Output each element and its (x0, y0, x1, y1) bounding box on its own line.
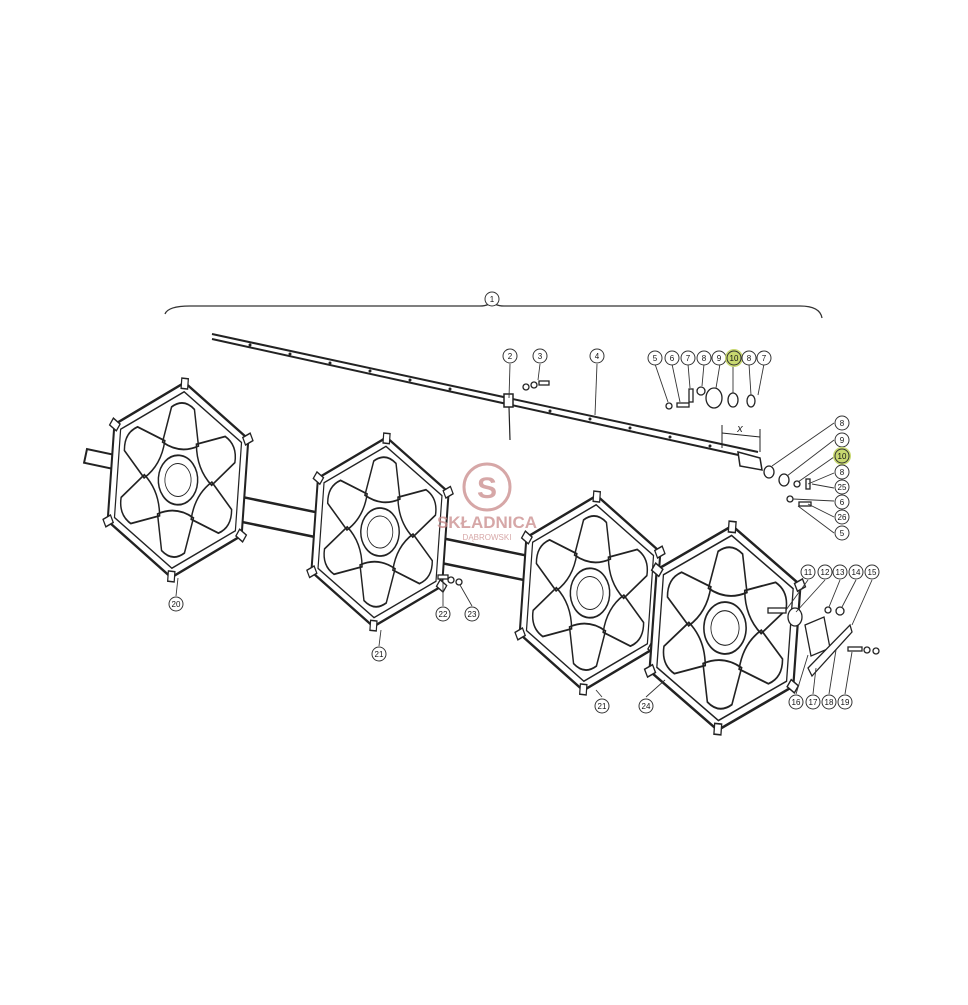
callout-8: 8 (834, 464, 850, 480)
hex-wheel-20 (97, 369, 259, 591)
callout-14: 14 (848, 564, 864, 580)
callout-18: 18 (821, 694, 837, 710)
svg-text:5: 5 (653, 354, 658, 363)
callout-5: 5 (647, 350, 663, 366)
callout-9: 9 (834, 432, 850, 448)
callout-23: 23 (464, 606, 480, 622)
svg-text:21: 21 (598, 702, 607, 711)
callout-8: 8 (696, 350, 712, 366)
svg-text:16: 16 (792, 698, 801, 707)
callout-7: 7 (756, 350, 772, 366)
svg-text:4: 4 (595, 352, 600, 361)
callout-4: 4 (589, 348, 605, 364)
svg-text:7: 7 (762, 354, 767, 363)
svg-text:19: 19 (841, 698, 850, 707)
svg-text:24: 24 (642, 702, 651, 711)
long-bar (211, 333, 763, 471)
svg-text:5: 5 (840, 529, 845, 538)
hardware-parts (437, 380, 880, 678)
watermark-brand: SKŁADNICA (437, 513, 537, 532)
svg-text:2: 2 (508, 352, 513, 361)
callout-10-highlighted: 10 (725, 349, 743, 367)
watermark-logo-icon (462, 462, 512, 512)
hex-wheel-24 (639, 511, 811, 745)
hex-wheel-21a (301, 424, 459, 640)
callout-1: 1 (484, 291, 500, 307)
callout-21: 21 (371, 646, 387, 662)
callout-2: 2 (502, 348, 518, 364)
svg-text:9: 9 (717, 354, 722, 363)
callout-22: 22 (435, 606, 451, 622)
svg-text:8: 8 (702, 354, 707, 363)
svg-text:9: 9 (840, 436, 845, 445)
callout-25: 25 (834, 479, 850, 495)
svg-text:3: 3 (538, 352, 543, 361)
watermark-sub: DĄBROWSKI (463, 533, 512, 542)
callout-19: 19 (837, 694, 853, 710)
svg-text:22: 22 (439, 610, 448, 619)
callout-10-highlighted: 10 (833, 447, 851, 465)
svg-text:21: 21 (375, 650, 384, 659)
callout-6: 6 (834, 494, 850, 510)
svg-text:10: 10 (730, 354, 739, 363)
svg-text:26: 26 (838, 513, 847, 522)
svg-text:S: S (477, 472, 497, 505)
svg-text:25: 25 (838, 483, 847, 492)
svg-text:14: 14 (852, 568, 861, 577)
callout-3: 3 (532, 348, 548, 364)
callout-7: 7 (680, 350, 696, 366)
svg-text:1: 1 (490, 295, 495, 304)
dimension-x-label: x (736, 423, 743, 435)
svg-text:11: 11 (804, 568, 813, 577)
svg-text:18: 18 (825, 698, 834, 707)
watermark: S SKŁADNICA DĄBROWSKI (437, 462, 537, 542)
callout-5: 5 (834, 525, 850, 541)
svg-text:8: 8 (840, 468, 845, 477)
callout-8: 8 (834, 415, 850, 431)
callout-21: 21 (594, 698, 610, 714)
callout-16: 16 (788, 694, 804, 710)
leader-lines (175, 363, 873, 698)
svg-text:20: 20 (172, 600, 181, 609)
svg-text:7: 7 (686, 354, 691, 363)
callout-20: 20 (168, 596, 184, 612)
callout-9: 9 (711, 350, 727, 366)
dimension-x: x (721, 423, 761, 452)
callout-12: 12 (817, 564, 833, 580)
svg-text:15: 15 (868, 568, 877, 577)
svg-text:6: 6 (670, 354, 675, 363)
svg-text:12: 12 (821, 568, 830, 577)
callout-8: 8 (741, 350, 757, 366)
callout-6: 6 (664, 350, 680, 366)
svg-text:10: 10 (838, 452, 847, 461)
callout-11: 11 (800, 564, 816, 580)
callout-13: 13 (832, 564, 848, 580)
callout-15: 15 (864, 564, 880, 580)
callout-26: 26 (834, 509, 850, 525)
svg-text:17: 17 (809, 698, 818, 707)
svg-text:8: 8 (840, 419, 845, 428)
svg-text:23: 23 (468, 610, 477, 619)
svg-text:8: 8 (747, 354, 752, 363)
callout-24: 24 (638, 698, 654, 714)
callout-17: 17 (805, 694, 821, 710)
svg-text:6: 6 (840, 498, 845, 507)
svg-text:13: 13 (836, 568, 845, 577)
callout-group: 1 2 3 4 5 6 7 8 9 10 8 7 8 9 10 8 25 6 2… (168, 291, 880, 714)
